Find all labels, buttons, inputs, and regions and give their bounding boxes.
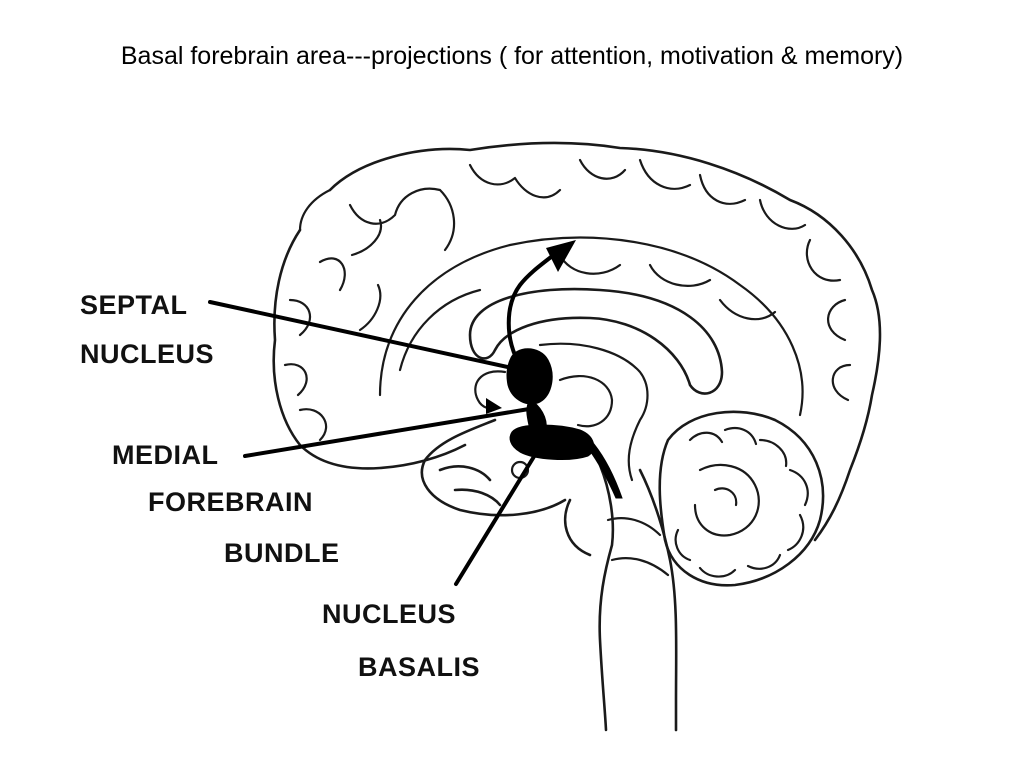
frontal-gyri: [283, 188, 346, 442]
ascending-arrowhead: [546, 240, 576, 272]
slide-title: Basal forebrain area---projections ( for…: [120, 42, 904, 70]
nucleus-basalis-label-line1: NUCLEUS: [322, 599, 456, 629]
cerebellum-folia: [674, 427, 809, 578]
descending-tract-shape: [587, 443, 623, 499]
rostral-arrowhead: [486, 398, 502, 414]
brainstem: [563, 463, 678, 732]
septal-nucleus-label-line2: NUCLEUS: [80, 339, 214, 369]
medial-pointer-line: [243, 406, 537, 458]
superior-gyri: [348, 158, 852, 402]
temporal-lobe: [420, 418, 567, 517]
medial-forebrain-label-line3: BUNDLE: [224, 538, 340, 568]
septal-pointer-line: [208, 300, 514, 370]
thalamus: [558, 375, 614, 428]
cerebellum: [658, 410, 825, 587]
medial-forebrain-label-line2: FOREBRAIN: [148, 487, 313, 517]
pons: [606, 517, 670, 577]
septal-nucleus-label-line1: SEPTAL: [80, 290, 188, 320]
corpus-callosum: [468, 287, 724, 395]
cingulate-gyrus: [378, 236, 804, 417]
inner-folds: [350, 218, 777, 372]
nucleus-basalis-label-line2: BASALIS: [358, 652, 480, 682]
ascending-projection-arrow: [506, 248, 562, 367]
medial-forebrain-label-line1: MEDIAL: [112, 440, 219, 470]
fornix: [538, 342, 649, 482]
nucleus-basalis-shape: [509, 424, 595, 460]
basalis-pointer-line: [454, 448, 540, 586]
